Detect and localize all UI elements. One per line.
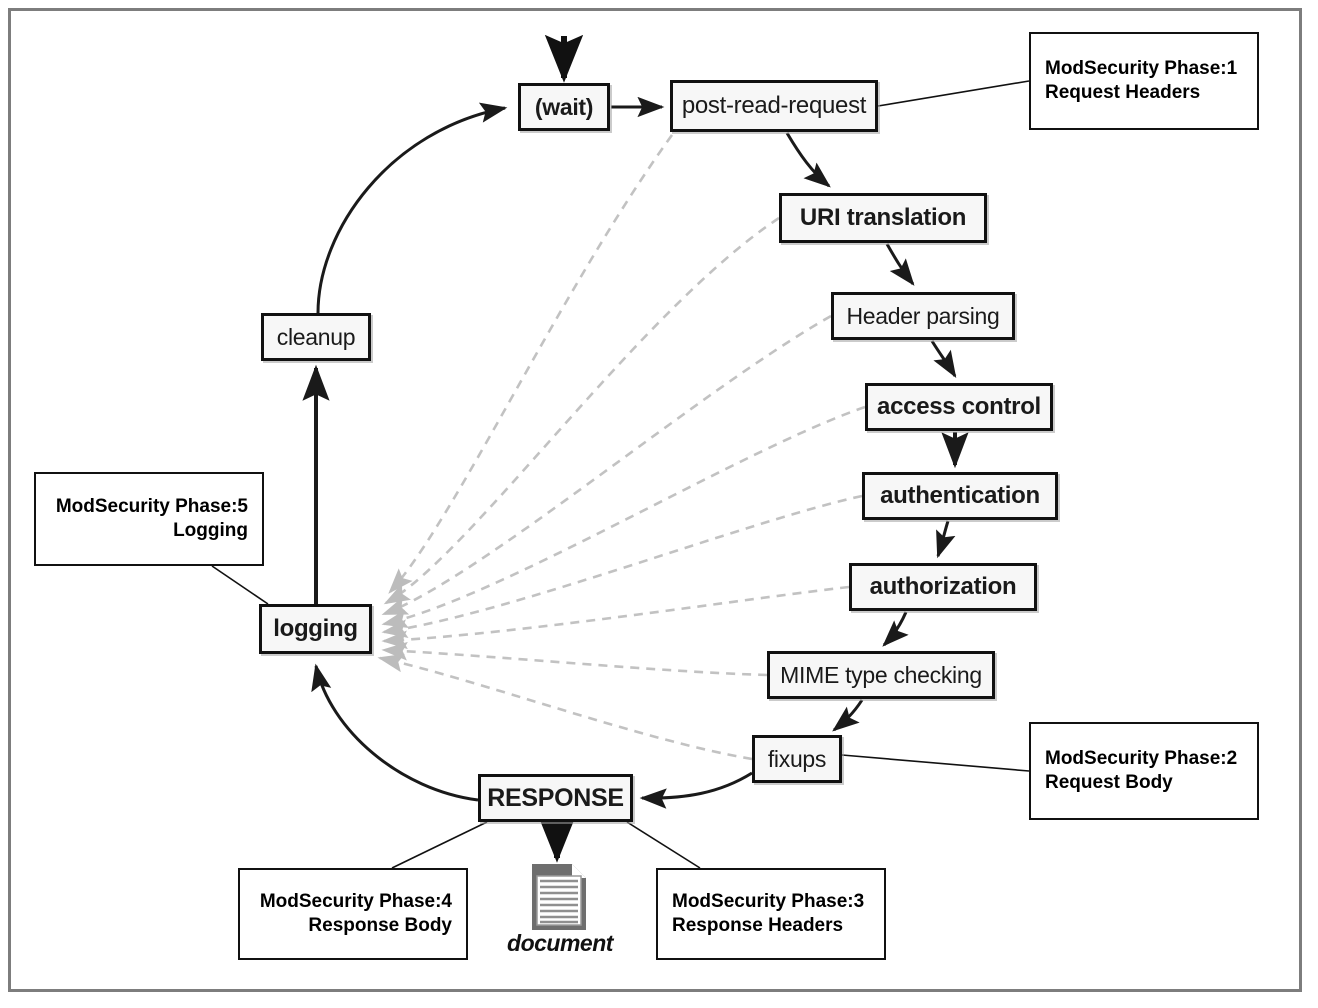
callout-line-1: ModSecurity Phase:5: [55, 496, 248, 518]
node-post-read-request[interactable]: post-read-request: [670, 80, 878, 132]
callout-line-2: Request Headers: [1045, 82, 1201, 103]
node-logging[interactable]: logging: [259, 604, 372, 654]
node-label: access control: [877, 393, 1041, 420]
node-label: RESPONSE: [487, 783, 624, 812]
node-label: cleanup: [276, 323, 356, 350]
document-page-icon: [532, 864, 586, 930]
callout-line-1: ModSecurity Phase:4: [259, 891, 452, 913]
node-label: MIME type checking: [780, 661, 982, 688]
document-label: document: [507, 930, 613, 956]
node-fixups[interactable]: fixups: [752, 735, 842, 783]
node-label: fixups: [767, 745, 827, 772]
node-label: authorization: [869, 573, 1017, 600]
node-label: URI translation: [799, 204, 967, 231]
node-label: authentication: [880, 482, 1040, 509]
node-label: logging: [273, 615, 358, 642]
callout-line-2: Request Body: [1045, 772, 1173, 793]
callout-line-1: ModSecurity Phase:1: [1045, 58, 1238, 80]
node-authentication[interactable]: authentication: [862, 472, 1058, 520]
node-label: Header parsing: [846, 302, 1000, 329]
node-authorization[interactable]: authorization: [849, 563, 1037, 611]
callout-line-2: Response Body: [308, 915, 452, 936]
node-cleanup[interactable]: cleanup: [261, 313, 371, 361]
callout-line-2: Response Headers: [672, 915, 844, 936]
node-wait[interactable]: (wait): [518, 83, 610, 131]
node-label: post-read-request: [681, 92, 867, 119]
node-label: (wait): [534, 93, 594, 120]
node-access-control[interactable]: access control: [865, 383, 1053, 431]
callout-line-1: ModSecurity Phase:2: [1045, 748, 1238, 770]
node-mime-type-checking[interactable]: MIME type checking: [767, 651, 995, 699]
node-response[interactable]: RESPONSE: [478, 774, 633, 822]
callout-line-1: ModSecurity Phase:3: [672, 891, 865, 913]
callout-line-2: Logging: [173, 520, 248, 541]
node-header-parsing[interactable]: Header parsing: [831, 292, 1015, 340]
node-uri-translation[interactable]: URI translation: [779, 193, 987, 243]
